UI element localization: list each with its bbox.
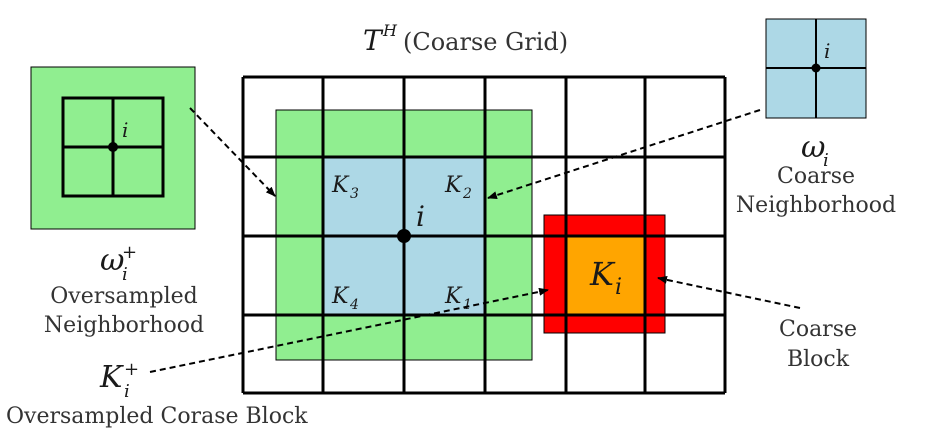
svg-text:Block: Block	[787, 347, 850, 372]
label-k2: K 2	[444, 173, 472, 202]
label-k3: K 3	[331, 173, 359, 202]
oversampled-neighborhood-inset: i	[30, 66, 196, 230]
svg-text:+: +	[122, 242, 137, 263]
svg-text:K: K	[331, 173, 350, 198]
svg-text:3: 3	[350, 186, 359, 202]
coarse-grid-title: T H (Coarse Grid)	[363, 21, 568, 57]
coarse-grid: i K 3 K 2 K 4 K 1 K i	[241, 75, 727, 395]
center-node	[397, 229, 411, 243]
center-node-label: i	[416, 200, 425, 233]
grid-lines	[241, 75, 727, 395]
svg-text:i: i	[823, 150, 829, 171]
arrow-to-coarse-neighborhood	[487, 109, 761, 200]
inset-right-node-label: i	[824, 39, 830, 63]
label-ki: K i	[589, 255, 622, 300]
arrow-to-coarse-block	[657, 275, 801, 309]
svg-text:K: K	[331, 284, 350, 309]
svg-text:2: 2	[462, 186, 472, 202]
svg-text:K: K	[444, 173, 463, 198]
svg-text:Coarse: Coarse	[779, 317, 857, 342]
arrow-to-oversampled-neighborhood	[189, 107, 276, 197]
svg-text:+: +	[124, 359, 139, 380]
coarse-block-caption: Coarse Block	[779, 317, 857, 372]
svg-text:i: i	[124, 381, 130, 402]
label-k4: K 4	[331, 284, 359, 313]
oversampled-neighborhood-caption: ω i + Oversampled Neighborhood	[44, 242, 204, 338]
svg-text:K: K	[589, 255, 616, 293]
coarse-neighborhood-inset: i	[765, 18, 867, 119]
svg-text:Coarse: Coarse	[777, 164, 855, 189]
svg-text:K: K	[99, 360, 124, 395]
svg-text:Neighborhood: Neighborhood	[736, 193, 896, 218]
svg-text:i: i	[122, 264, 128, 285]
title-text: (Coarse Grid)	[403, 28, 568, 56]
arrow-to-oversampled-block	[149, 287, 549, 373]
svg-text:i: i	[615, 275, 622, 300]
svg-text:Oversampled: Oversampled	[50, 284, 198, 309]
oversampled-block-caption: K i + Oversampled Corase Block	[6, 359, 308, 429]
coarse-neighborhood-caption: ω i Coarse Neighborhood	[736, 130, 896, 218]
coarse-block-region	[566, 236, 645, 314]
svg-text:1: 1	[463, 297, 472, 313]
annotation-arrows	[149, 107, 801, 373]
svg-text:ω: ω	[801, 130, 825, 165]
svg-text:K: K	[444, 284, 463, 309]
svg-text:Neighborhood: Neighborhood	[44, 313, 204, 338]
inset-left-node-label: i	[122, 118, 128, 142]
title-superscript: H	[382, 21, 398, 40]
svg-text:4: 4	[349, 297, 359, 313]
label-k1: K 1	[444, 284, 472, 313]
svg-text:ω: ω	[100, 243, 124, 278]
svg-text:Oversampled Corase Block: Oversampled Corase Block	[6, 404, 308, 429]
title-symbol: T	[363, 24, 384, 57]
